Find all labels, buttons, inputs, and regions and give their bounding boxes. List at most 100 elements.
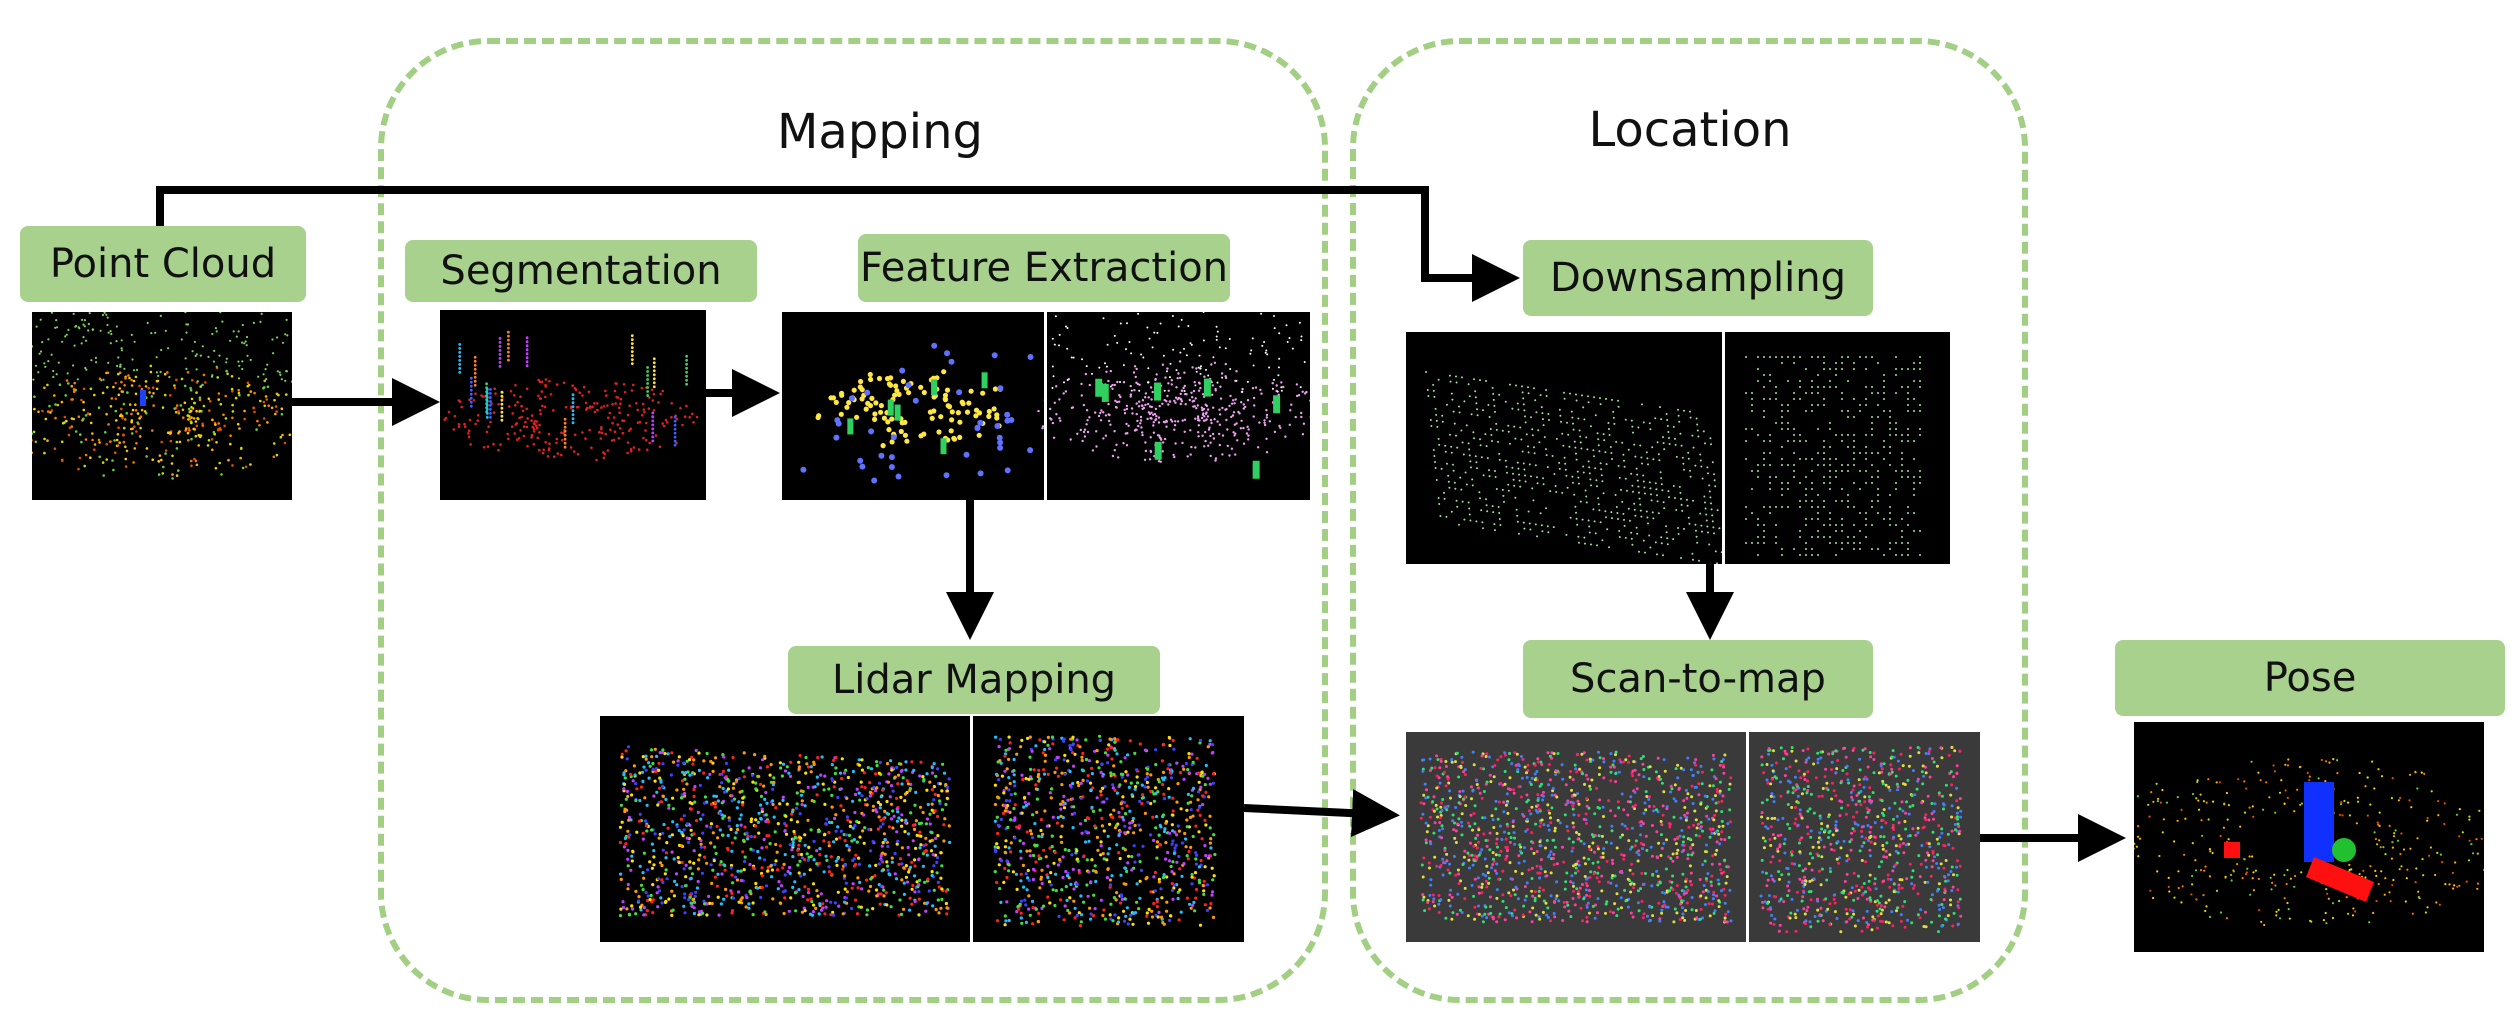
segment-point (563, 421, 567, 425)
cloud-point (119, 365, 122, 368)
cloud-point (133, 369, 136, 372)
planar-feature (878, 452, 885, 459)
map-point (913, 864, 917, 868)
map-point (923, 880, 927, 884)
edge-feature (885, 419, 891, 425)
map-point (779, 766, 783, 770)
map-point (760, 809, 764, 814)
map-point (928, 780, 932, 784)
map-point (1003, 866, 1007, 871)
map-point (823, 802, 827, 806)
cloud-point (145, 455, 148, 458)
map-point (900, 824, 904, 828)
map-point (1068, 783, 1072, 787)
feature-point (1070, 356, 1073, 359)
segment-point (571, 405, 575, 409)
map-point (841, 912, 845, 916)
downsampled-point (1823, 464, 1825, 466)
downsampled-point (1751, 512, 1753, 514)
object-feature (1273, 395, 1281, 414)
segment-point (644, 429, 647, 432)
map-point (1147, 907, 1151, 911)
downsampled-point (1763, 536, 1765, 538)
map-point (684, 875, 688, 879)
feature-point (1135, 428, 1138, 432)
map-point (737, 900, 741, 904)
downsampled-point (1805, 410, 1807, 412)
cloud-point (112, 468, 115, 472)
edge-feature (957, 419, 963, 425)
downsampled-point (1757, 464, 1759, 466)
feature-point (1141, 407, 1144, 411)
map-point (798, 839, 802, 843)
downsampled-point (1889, 446, 1891, 448)
map-point (998, 887, 1002, 891)
segment-point (651, 419, 655, 423)
planar-feature (944, 350, 950, 357)
map-point (1085, 858, 1089, 862)
downsampled-point (1524, 480, 1527, 483)
segment-point (473, 383, 477, 387)
segment-point (546, 455, 550, 458)
map-point (1197, 790, 1201, 794)
map-point (652, 863, 656, 867)
segment-point (563, 441, 567, 445)
downsampled-point (1775, 524, 1777, 526)
cloud-point (253, 410, 256, 414)
downsampled-point (1751, 488, 1753, 490)
edge-feature (964, 409, 971, 415)
feature-point (1188, 398, 1191, 402)
map-point (940, 897, 944, 901)
downsampled-point (1652, 517, 1655, 520)
map-point (745, 831, 749, 835)
map-point (895, 830, 899, 834)
segment-point (489, 392, 492, 395)
map-point (794, 806, 799, 810)
downsampled-point (1712, 526, 1715, 529)
map-point (1013, 803, 1017, 807)
map-point (685, 836, 689, 840)
segment-point (646, 390, 649, 393)
feature-point (1154, 407, 1158, 411)
map-point (1123, 824, 1127, 828)
map-point (929, 849, 934, 853)
cloud-point (122, 440, 126, 444)
map-point (858, 798, 862, 802)
downsampled-point (1745, 428, 1747, 430)
map-point (715, 824, 719, 828)
cloud-point (128, 403, 132, 406)
map-point (797, 852, 801, 857)
cloud-point (238, 427, 241, 430)
downsampled-point (1799, 386, 1801, 388)
map-point (1004, 919, 1008, 923)
segment-point (691, 412, 694, 416)
feature-point (1261, 344, 1264, 347)
downsampled-point (1817, 374, 1819, 376)
map-point (855, 912, 860, 916)
map-point (1071, 781, 1075, 786)
segment-point (548, 447, 551, 450)
cloud-point (229, 434, 232, 437)
scan-point (1664, 905, 1668, 909)
map-point (1205, 908, 1210, 912)
map-point (716, 895, 720, 899)
segment-point (599, 437, 603, 440)
map-point (936, 793, 940, 798)
map-point (1090, 805, 1094, 809)
feature-point (1218, 413, 1222, 416)
cloud-point (280, 378, 283, 381)
map-point (1042, 848, 1046, 852)
feature-point (1149, 449, 1152, 453)
map-point (1123, 831, 1127, 835)
map-point (1188, 737, 1192, 741)
scan-point (1710, 862, 1714, 866)
downsampled-point (1572, 428, 1575, 431)
feature-point (1176, 398, 1179, 401)
downsampled-point (1545, 395, 1548, 397)
map-point (910, 760, 914, 764)
downsampled-point (1617, 464, 1620, 467)
downsampled-point (1536, 535, 1538, 538)
downsampled-point (1482, 474, 1485, 477)
feature-point (1282, 385, 1285, 389)
segment-point (664, 418, 668, 422)
